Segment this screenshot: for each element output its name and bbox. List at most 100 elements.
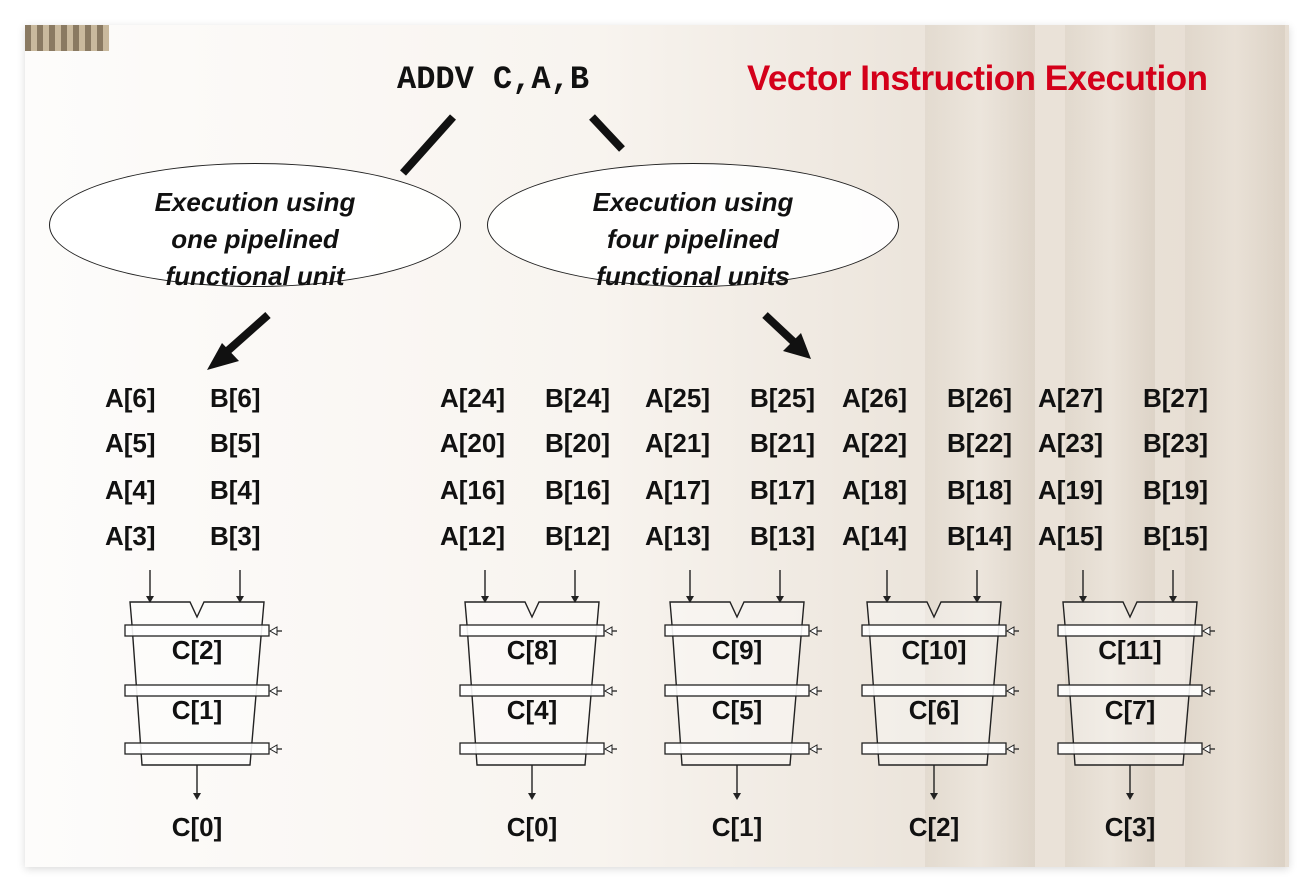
input-arrow-a-2-head [686,596,694,603]
b-operand-4-0: B[27] [1143,383,1209,413]
latch-bar-3-1 [861,684,1007,697]
latch-bar-1-2 [459,742,605,755]
clock-head-4-1 [1201,686,1211,696]
stage-label-2-1: C[5] [711,695,763,725]
a-operand-3-3: A[14] [842,521,908,551]
clock-head-2-1 [808,686,818,696]
instruction-to-right-bubble-line [589,114,625,152]
b-operand-3-1: B[22] [947,428,1013,458]
latch-bar-4-2 [1057,742,1203,755]
pipeline-units [124,570,1215,800]
latch-bar-3-0 [861,624,1007,637]
latch-bar-4-0 [1057,624,1203,637]
latch-bar-1-1 [459,684,605,697]
a-operand-3-0: A[26] [842,383,908,413]
output-label-3: C[2] [908,812,960,842]
b-operand-3-0: B[26] [947,383,1013,413]
left-bubble-line-2: one pipelined [171,224,339,254]
latch-bar-2-0 [664,624,810,637]
a-operand-0-0: A[6] [105,383,156,413]
stage-label-1-1: C[4] [506,695,558,725]
temple-thumbnail-icon [25,25,109,51]
b-operand-0-0: B[6] [210,383,261,413]
clock-head-4-0 [1201,626,1211,636]
right-bubble-line-3: functional units [596,261,790,291]
output-label-4: C[3] [1104,812,1156,842]
output-arrow-1-head [528,793,536,800]
b-operand-3-2: B[18] [947,475,1013,505]
b-operand-4-3: B[15] [1143,521,1209,551]
a-operand-2-0: A[25] [645,383,711,413]
a-operand-1-0: A[24] [440,383,506,413]
input-arrow-a-3-head [883,596,891,603]
b-operand-0-3: B[3] [210,521,261,551]
output-arrow-4-head [1126,793,1134,800]
slide-title: Vector Instruction Execution [747,59,1208,98]
b-operand-4-1: B[23] [1143,428,1209,458]
left-bubble: Execution using one pipelined functional… [49,163,461,291]
output-label-2: C[1] [711,812,763,842]
a-operand-4-0: A[27] [1038,383,1104,413]
output-label-0: C[0] [171,812,223,842]
a-operand-3-2: A[18] [842,475,908,505]
latch-bar-0-0 [124,624,270,637]
b-operand-3-3: B[14] [947,521,1013,551]
input-arrow-a-4-head [1079,596,1087,603]
background-column [925,25,1035,867]
stage-label-0-1: C[1] [171,695,223,725]
a-operand-2-1: A[21] [645,428,711,458]
a-operand-4-3: A[15] [1038,521,1104,551]
stage-label-4-0: C[11] [1098,635,1162,665]
clock-head-0-1 [268,686,278,696]
a-operand-2-2: A[17] [645,475,711,505]
input-arrow-b-2-head [776,596,784,603]
right-bubble: Execution using four pipelined functiona… [487,163,899,291]
output-label-1: C[0] [506,812,558,842]
stage-label-2-0: C[9] [711,635,763,665]
left-bubble-arrowhead [207,343,239,370]
b-operand-2-0: B[25] [750,383,816,413]
background-column [1065,25,1155,867]
latch-bar-2-2 [664,742,810,755]
left-bubble-line-3: functional unit [165,261,345,291]
clock-head-3-0 [1005,626,1015,636]
b-operand-1-3: B[12] [545,521,611,551]
b-operand-1-2: B[16] [545,475,611,505]
a-operand-3-1: A[22] [842,428,908,458]
input-arrow-b-0-head [236,596,244,603]
input-arrow-b-4-head [1169,596,1177,603]
right-bubble-line-1: Execution using [592,187,794,217]
latch-bar-4-1 [1057,684,1203,697]
latch-bar-0-1 [124,684,270,697]
b-operand-1-1: B[20] [545,428,611,458]
clock-head-1-0 [603,626,613,636]
b-operand-2-2: B[17] [750,475,816,505]
clock-head-4-2 [1201,744,1211,754]
a-operand-2-3: A[13] [645,521,711,551]
stage-label-4-1: C[7] [1104,695,1156,725]
output-arrow-0-head [193,793,201,800]
slide: ADDV C,A,B Vector Instruction Execution … [25,25,1289,867]
b-operand-1-0: B[24] [545,383,611,413]
stage-label-1-0: C[8] [506,635,558,665]
latch-bar-3-2 [861,742,1007,755]
stage-label-3-1: C[6] [908,695,960,725]
b-operand-0-2: B[4] [210,475,261,505]
output-arrow-3-head [930,793,938,800]
a-operand-1-2: A[16] [440,475,506,505]
a-operand-4-2: A[19] [1038,475,1104,505]
instruction-text: ADDV C,A,B [397,61,590,98]
background-column [1185,25,1285,867]
a-operand-1-3: A[12] [440,521,506,551]
latch-bar-1-0 [459,624,605,637]
b-operand-0-1: B[5] [210,428,261,458]
left-bubble-line-1: Execution using [154,187,356,217]
input-arrow-b-1-head [571,596,579,603]
connector-arrows [207,114,811,370]
stage-label-0-0: C[2] [171,635,223,665]
b-operand-4-2: B[19] [1143,475,1209,505]
right-bubble-to-units-line [762,312,800,348]
input-arrow-a-1-head [481,596,489,603]
left-bubble-to-unit-line [220,312,271,358]
output-arrow-2-head [733,793,741,800]
